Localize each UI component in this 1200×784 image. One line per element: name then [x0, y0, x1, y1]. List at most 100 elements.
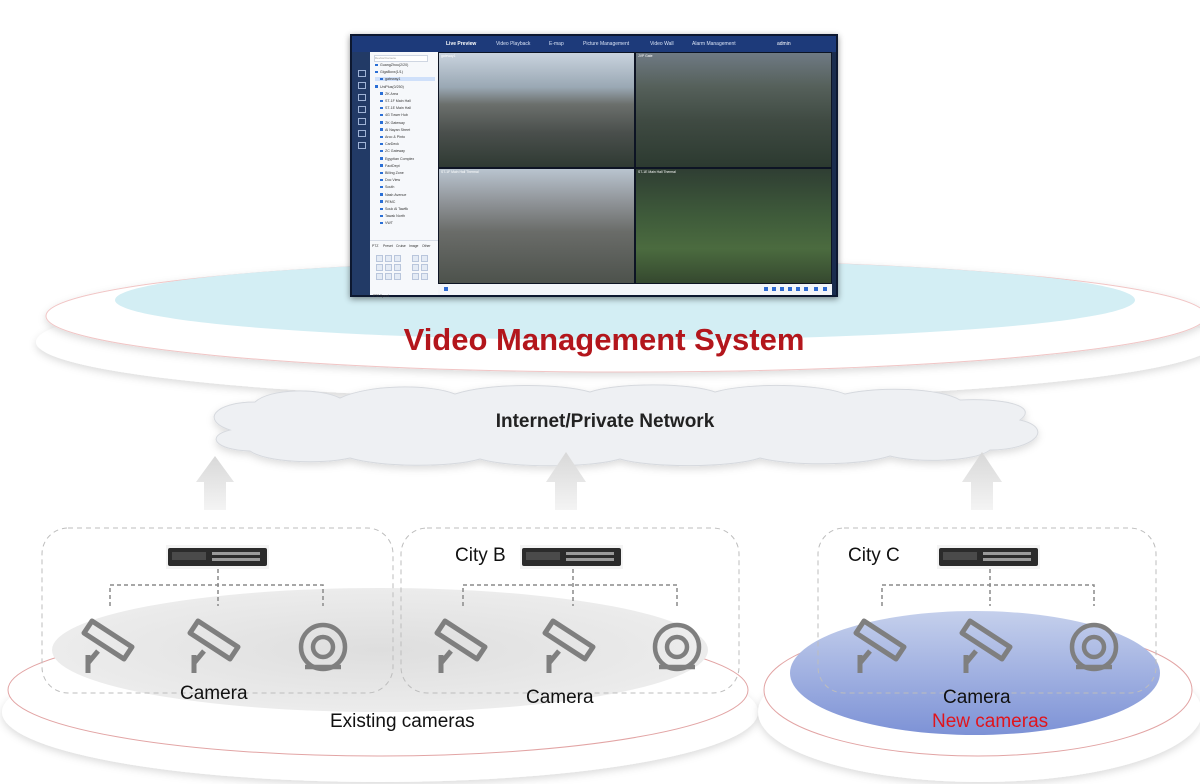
ptz-right-button[interactable]: [394, 264, 401, 271]
tree-node[interactable]: Billing Zone: [380, 171, 404, 175]
tree-node[interactable]: ZK Gateway: [380, 121, 405, 125]
tree-node[interactable]: ST-1E Main Hall: [380, 106, 411, 110]
camera-label: Camera: [526, 687, 594, 708]
video-tile-label: JVP Gate: [638, 54, 653, 58]
tree-node[interactable]: ST-1F Main Hall: [380, 99, 411, 103]
iris-close-button[interactable]: [421, 273, 428, 280]
record-icon[interactable]: [823, 287, 827, 291]
ptz-home-button[interactable]: [385, 264, 392, 271]
ptz-speed-label: PTZ Speed: [373, 294, 390, 298]
tree-node[interactable]: PEMC: [380, 200, 395, 204]
video-toolbar: [438, 284, 832, 295]
city-b-box: [400, 527, 740, 694]
video-grid: gateway1 JVP Gate ST-1F Main Hall Therma…: [438, 52, 832, 284]
tree-node[interactable]: Doc View: [380, 178, 400, 182]
tab-video-playback[interactable]: Video Playback: [496, 41, 531, 47]
layout-icon[interactable]: [444, 287, 448, 291]
tree-node[interactable]: GigaBoxx(1/1): [375, 70, 403, 74]
tab-e-map[interactable]: E-map: [549, 41, 564, 47]
tree-node[interactable]: Souk Al Tawfik: [380, 207, 408, 211]
ptz-down-left-button[interactable]: [376, 273, 383, 280]
map-icon[interactable]: [358, 106, 366, 113]
tab-alarm-management[interactable]: Alarm Management: [692, 41, 736, 47]
tree-node[interactable]: FactDept: [380, 164, 400, 168]
tree-node[interactable]: Arco & Pinto: [380, 135, 405, 139]
star-icon[interactable]: [358, 82, 366, 89]
ptz-tab-other[interactable]: Other: [422, 244, 431, 248]
video-tile-2[interactable]: JVP Gate: [636, 53, 831, 167]
snapshot-icon[interactable]: [764, 287, 768, 291]
device-tree-panel: Device/Camera GuangZhou(2/20) GigaBoxx(1/…: [370, 52, 438, 298]
fullscreen-icon[interactable]: [814, 287, 818, 291]
camera-label: Camera: [180, 683, 248, 704]
ptz-tab-preset[interactable]: Preset: [383, 244, 393, 248]
tree-node[interactable]: GuangZhou(2/20): [375, 63, 408, 67]
ptz-panel: PTZ Preset Cruise Image Other PTZ Speed: [370, 240, 438, 301]
tree-node[interactable]: gateway1: [375, 77, 435, 82]
city-c-box: [817, 527, 1157, 694]
ptz-tab-cruise[interactable]: Cruise: [396, 244, 406, 248]
video-tile-4[interactable]: ST-1E Main Hall Thermal: [636, 169, 831, 283]
vms-top-bar: Live Preview Video Playback E-map Pictur…: [352, 36, 836, 52]
split-16-icon[interactable]: [804, 287, 808, 291]
ptz-down-right-button[interactable]: [394, 273, 401, 280]
city-a-box: [41, 527, 394, 694]
tab-picture-management[interactable]: Picture Management: [583, 41, 630, 47]
zoom-out-button[interactable]: [421, 255, 428, 262]
list-icon[interactable]: [358, 142, 366, 149]
split-4-icon[interactable]: [788, 287, 792, 291]
existing-site-platform: [2, 588, 758, 782]
network-video-recorder-icon: [937, 545, 1040, 569]
ptz-up-button[interactable]: [385, 255, 392, 262]
tree-node[interactable]: VWT: [380, 221, 393, 225]
tree-node[interactable]: ZK Area: [380, 92, 398, 96]
device-search-input[interactable]: Device/Camera: [374, 55, 428, 62]
tab-live-preview[interactable]: Live Preview: [446, 41, 477, 47]
camera-links: [109, 569, 1095, 606]
video-tile-label: gateway1: [441, 54, 456, 58]
vms-title: Video Management System: [403, 322, 805, 357]
live-view-icon[interactable]: [358, 70, 366, 77]
video-tile-1[interactable]: gateway1: [439, 53, 634, 167]
new-cameras-label: New cameras: [932, 711, 1049, 732]
ptz-tab-ptz[interactable]: PTZ: [372, 244, 379, 248]
settings-icon[interactable]: [358, 130, 366, 137]
split-9-icon[interactable]: [796, 287, 800, 291]
tree-node[interactable]: South: [380, 185, 394, 189]
tab-video-wall[interactable]: Video Wall: [650, 41, 674, 47]
split-1-icon[interactable]: [780, 287, 784, 291]
network-video-recorder-icon: [520, 545, 623, 569]
cloud-icon: [213, 384, 1039, 467]
ptz-tab-image[interactable]: Image: [409, 244, 419, 248]
ptz-down-button[interactable]: [385, 273, 392, 280]
network-video-recorder-icon: [166, 545, 269, 569]
tree-node[interactable]: Egyptian Complex: [380, 157, 414, 161]
zoom-in-button[interactable]: [412, 255, 419, 262]
tree-node[interactable]: Nash Avenue: [380, 193, 406, 197]
vms-platform: [36, 259, 1200, 400]
ptz-left-button[interactable]: [376, 264, 383, 271]
upload-arrow-icon: [196, 452, 1002, 510]
tree-node[interactable]: UniPlus(0/250): [375, 85, 404, 89]
folder-icon[interactable]: [358, 94, 366, 101]
grid-icon[interactable]: [358, 118, 366, 125]
tree-node[interactable]: Al Nayan Street: [380, 128, 410, 132]
video-tile-label: ST-1F Main Hall Thermal: [441, 170, 479, 174]
iris-open-button[interactable]: [412, 273, 419, 280]
tree-node[interactable]: CarDeck: [380, 142, 399, 146]
ptz-up-right-button[interactable]: [394, 255, 401, 262]
tree-node[interactable]: 4G Tower Hub: [380, 113, 408, 117]
video-tile-3[interactable]: ST-1F Main Hall Thermal: [439, 169, 634, 283]
focus-far-button[interactable]: [421, 264, 428, 271]
volume-icon[interactable]: [772, 287, 776, 291]
dome-camera-icon: [298, 622, 1119, 672]
user-name[interactable]: admin: [777, 41, 791, 47]
city-c-label: City C: [848, 545, 900, 566]
tree-node[interactable]: ZC Gateway: [380, 149, 405, 153]
tree-node[interactable]: Tawak North: [380, 214, 405, 218]
city-b-label: City B: [455, 545, 506, 566]
vms-nav-rail: [352, 52, 370, 295]
focus-near-button[interactable]: [412, 264, 419, 271]
ptz-up-left-button[interactable]: [376, 255, 383, 262]
